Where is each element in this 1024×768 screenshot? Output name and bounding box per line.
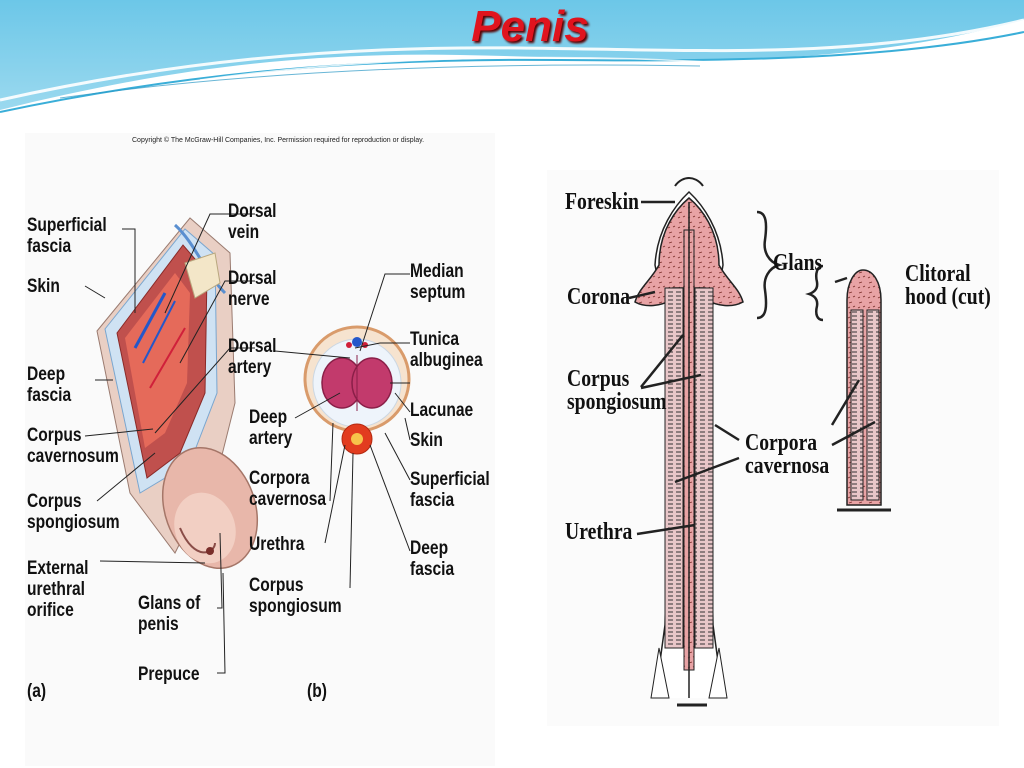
label-glans-right: Glans [773, 250, 823, 276]
label-skin-a: Skin [27, 276, 60, 297]
panel-a-tag: (a) [27, 681, 47, 702]
shaft-illustration [96, 217, 259, 570]
label-lacunae: Lacunae [410, 400, 474, 421]
cross-section-illustration [303, 325, 411, 455]
label-urethra-b: Urethra [249, 534, 305, 555]
slide-title: Penis [471, 2, 589, 51]
label-corona: Corona [567, 284, 631, 310]
panel-b-tag: (b) [307, 681, 327, 702]
header-banner [0, 0, 1024, 113]
clitoris-diagram [837, 269, 891, 512]
label-foreskin: Foreskin [565, 189, 639, 215]
label-urethra-right: Urethra [565, 519, 633, 545]
label-skin-b: Skin [410, 430, 443, 451]
label-prepuce: Prepuce [138, 664, 200, 685]
copyright-notice: Copyright © The McGraw-Hill Companies, I… [132, 137, 425, 144]
penis-diagram [634, 176, 744, 707]
homology-drawing [628, 176, 891, 707]
penis-anatomy-drawing [84, 213, 411, 674]
penis-anatomy-figure: Copyright © The McGraw-Hill Companies, I… [25, 133, 495, 766]
